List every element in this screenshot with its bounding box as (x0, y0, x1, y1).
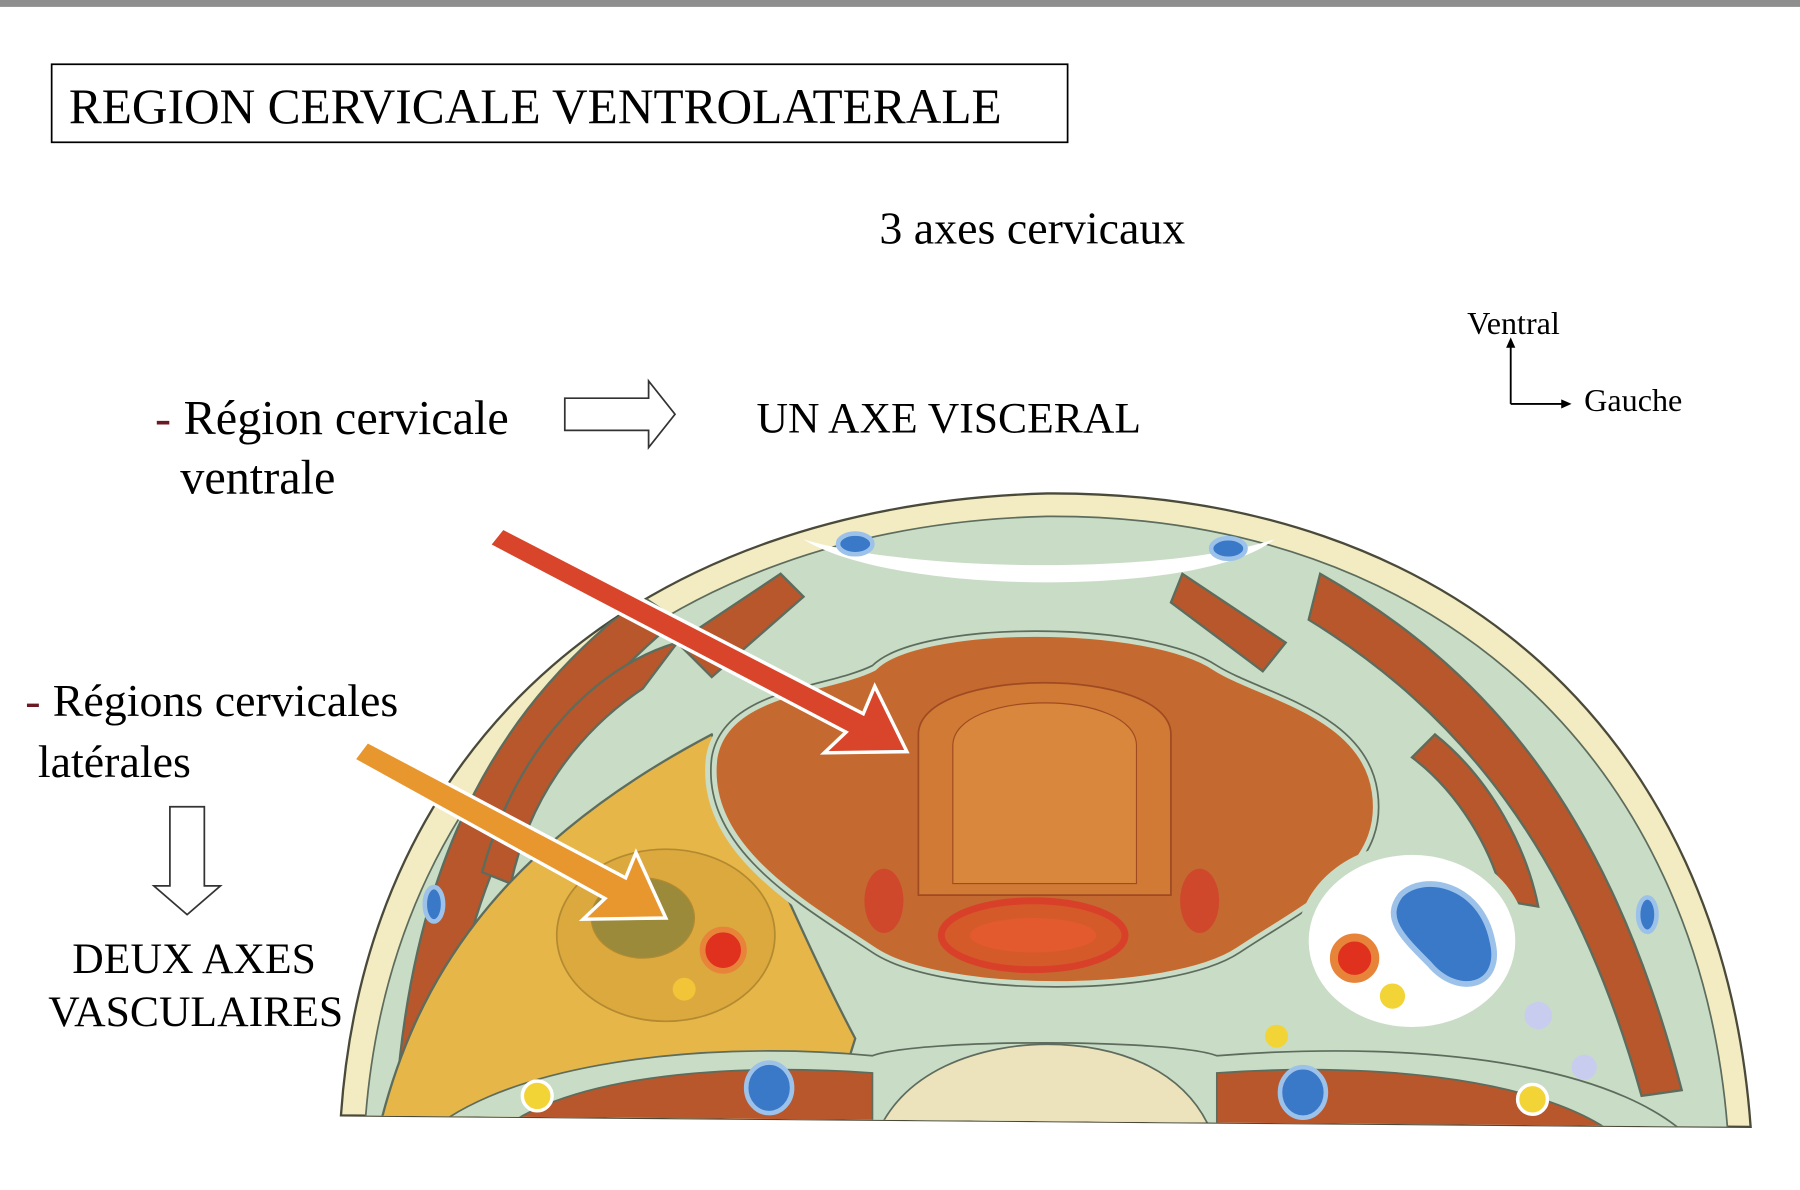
hollow-arrow-down-icon (151, 805, 223, 916)
carotid-artery-right (1329, 933, 1380, 983)
slide-title: REGION CERVICALE VENTROLATERALE (69, 79, 1002, 134)
arrow-right-icon (1561, 399, 1572, 409)
lateral-regions-label: Régions cervicales (53, 675, 399, 726)
carotid-artery-left (699, 926, 747, 974)
visceral-axis-label: UN AXE VISCERAL (757, 395, 1142, 443)
lateral-regions-label-2: latérales (38, 736, 191, 787)
slide-subtitle: 3 axes cervicaux (879, 202, 1185, 253)
ventral-region-label-2: ventrale (180, 451, 335, 504)
ventral-direction-label: Ventral (1467, 305, 1560, 341)
vascular-axes-label-2: VASCULAIRES (48, 988, 343, 1036)
bullet-dash-2: - (25, 675, 40, 726)
vascular-axis-arrow (351, 739, 669, 921)
neck-cross-section-illustration (339, 492, 1752, 1129)
arrow-up-icon (1506, 337, 1516, 348)
vagus-nerve-right (1379, 983, 1406, 1009)
sternocleidomastoid-right (1307, 572, 1684, 1098)
vascular-axes-label: DEUX AXES (72, 935, 316, 983)
hollow-arrow-right-icon (563, 378, 677, 451)
bullet-dash: - (155, 392, 171, 445)
jugular-vein-right (1390, 881, 1497, 987)
visceral-axis-arrow (486, 525, 910, 755)
orientation-indicator: Ventral Gauche (1467, 305, 1682, 418)
title-box: REGION CERVICALE VENTROLATERALE (50, 63, 1069, 144)
vagus-nerve-left (672, 977, 696, 1001)
left-direction-label: Gauche (1584, 382, 1682, 418)
infrahyoid-muscle-right (1169, 572, 1288, 673)
ventral-region-label: Région cervicale (184, 392, 509, 445)
top-bar (0, 0, 1800, 7)
